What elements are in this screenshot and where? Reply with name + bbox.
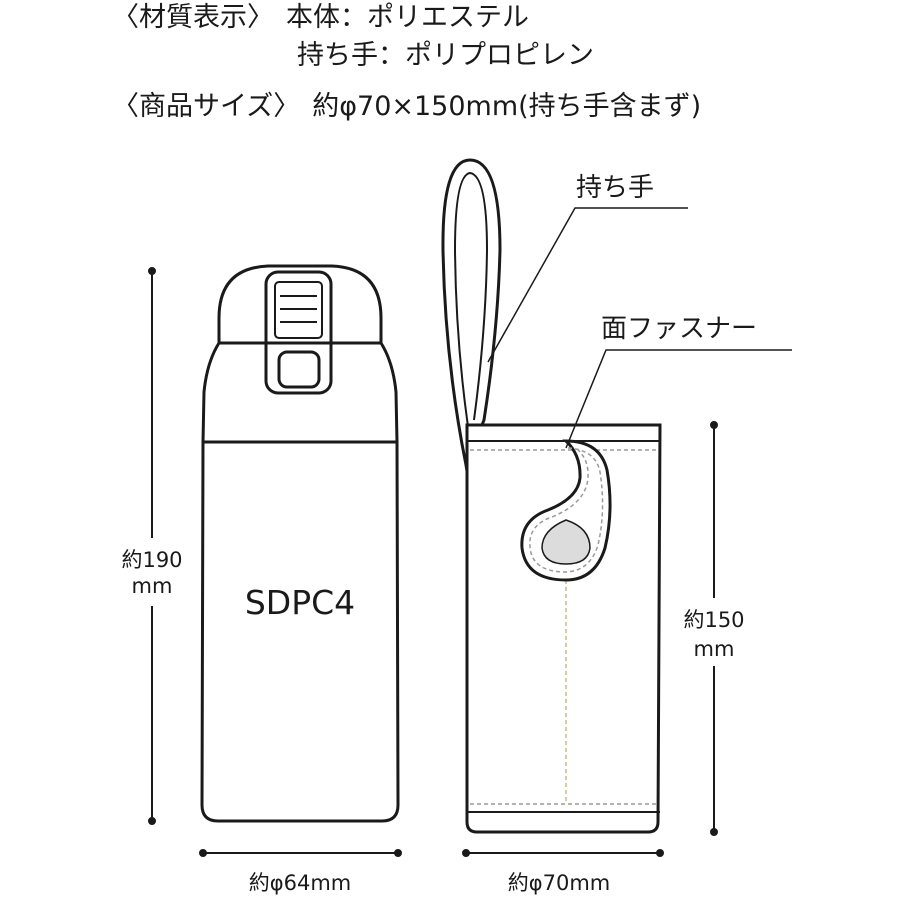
cover-drawing	[441, 158, 662, 834]
bottle-body	[200, 441, 400, 823]
material-heading: 〈材質表示〉	[112, 2, 274, 33]
bottle-cap	[217, 264, 383, 345]
bottle-height-dimension	[148, 267, 156, 825]
material-handle-text: 持ち手：ポリプロピレン	[297, 40, 594, 71]
size-value-text: 約φ70×150mm(持ち手含まず)	[312, 91, 702, 122]
bottle-width-dimension	[199, 849, 402, 857]
size-heading: 〈商品サイズ〉	[112, 91, 301, 122]
cover-width-label: 約φ70mm	[508, 871, 611, 895]
bottle-drawing	[200, 264, 400, 823]
cover-height-label-1: 約150	[683, 608, 744, 632]
cover-height-dimension	[710, 421, 718, 836]
handle-callout-leader	[487, 207, 688, 363]
spec-material-line: 〈材質表示〉本体：ポリエステル	[112, 4, 529, 31]
latch-outer	[264, 270, 333, 395]
fastener-callout-label: 面ファスナー	[601, 314, 757, 344]
spec-handle-line: 持ち手：ポリプロピレン	[297, 42, 594, 69]
bottle-height-label-1: 約190	[121, 548, 182, 572]
bottle-shoulder	[201, 342, 399, 444]
fastener-callout-leader	[565, 349, 792, 449]
material-body-text: 本体：ポリエステル	[286, 2, 529, 33]
cover-width-dimension	[462, 849, 664, 857]
bottle-model-label: SDPC4	[245, 583, 355, 622]
latch-inner	[274, 281, 323, 339]
cover-body	[465, 423, 662, 834]
bottle-width-label: 約φ64mm	[249, 871, 352, 895]
callout-leaders	[487, 207, 792, 449]
push-button	[277, 350, 321, 389]
fastener-patch	[541, 519, 591, 565]
spec-size-line: 〈商品サイズ〉約φ70×150mm(持ち手含まず)	[112, 93, 701, 120]
bottle-height-label-2: mm	[132, 574, 173, 598]
handle-strap	[441, 158, 502, 491]
handle-callout-label: 持ち手	[576, 173, 654, 203]
cover-height-label-2: mm	[694, 637, 735, 661]
